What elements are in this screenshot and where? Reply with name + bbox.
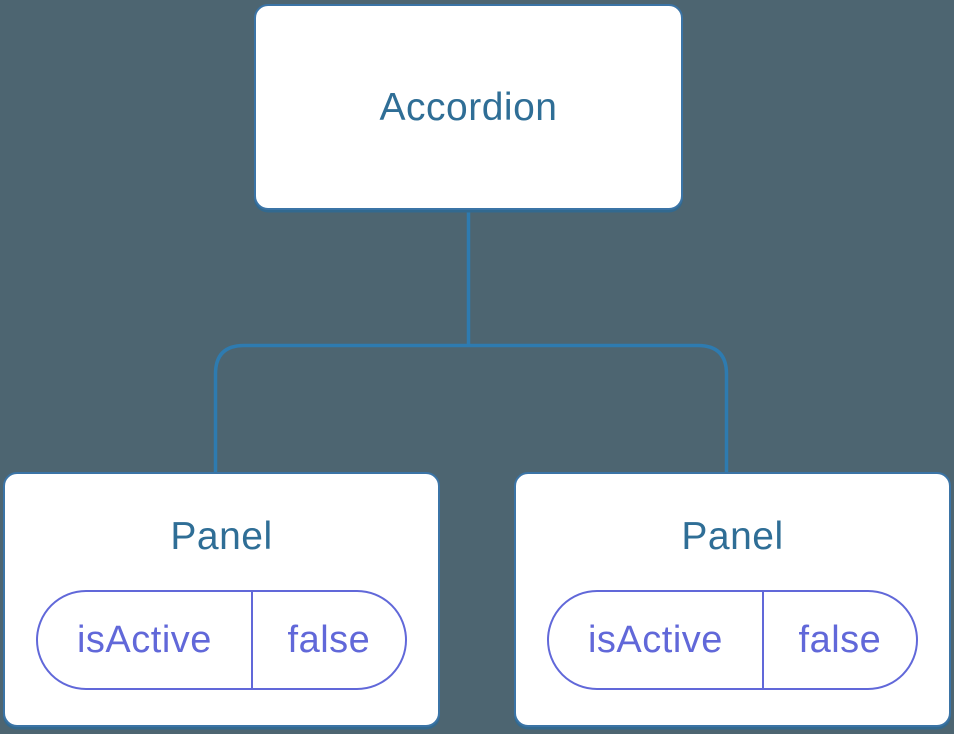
panel-node-label: Panel — [681, 514, 784, 558]
state-key: isActive — [38, 592, 253, 688]
state-pill: isActive false — [36, 590, 407, 690]
state-pill: isActive false — [547, 590, 918, 690]
state-value: false — [798, 618, 882, 661]
accordion-node-label: Accordion — [379, 85, 558, 129]
connector-path — [213, 208, 729, 473]
panel-node-left: Panel isActive false — [3, 472, 440, 727]
panel-node-label: Panel — [170, 514, 273, 558]
panel-node-right: Panel isActive false — [514, 472, 951, 727]
state-key: isActive — [549, 592, 764, 688]
state-value: false — [287, 618, 371, 661]
accordion-node: Accordion — [254, 4, 683, 210]
